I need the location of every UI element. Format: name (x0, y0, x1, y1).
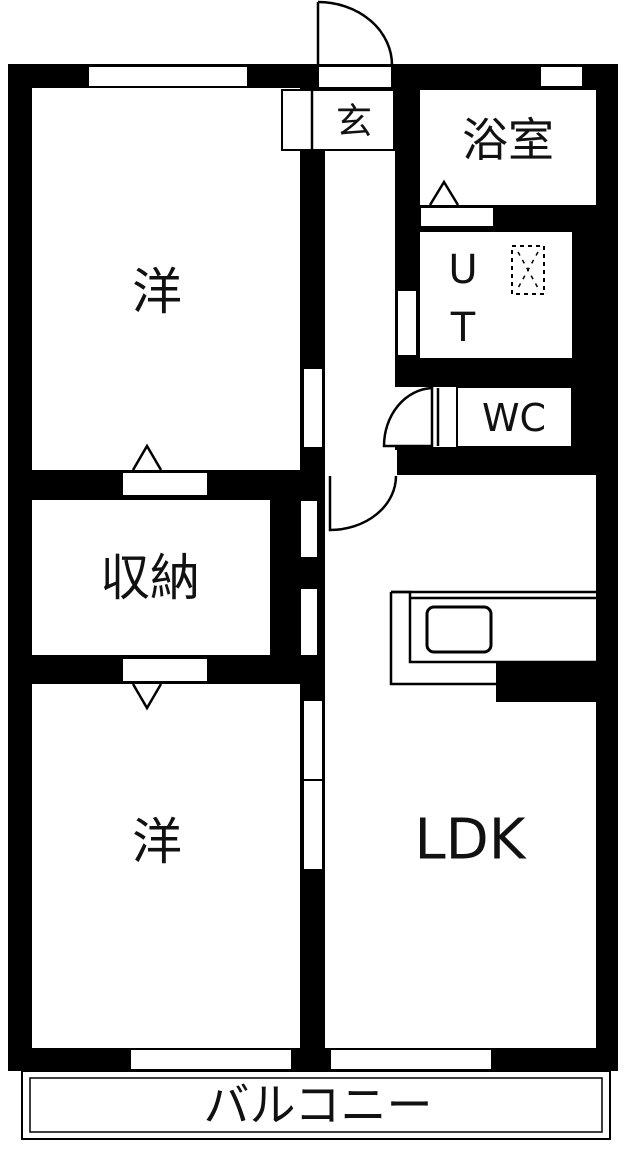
sliding-door (302, 367, 324, 449)
label-western-room-2: 洋 (132, 813, 182, 871)
label-entrance: 玄 (336, 102, 372, 143)
wc-door-area (380, 387, 456, 447)
sliding-door (299, 499, 319, 559)
label-storage: 収納 (100, 549, 200, 607)
label-utility-u: U (448, 247, 477, 293)
room-ldk (325, 475, 596, 1048)
balcony (21, 1070, 611, 1140)
label-balcony: バルコニー (203, 1078, 432, 1132)
room-bathroom (420, 90, 596, 205)
room-western-1 (32, 88, 300, 470)
door-opening (121, 657, 209, 683)
sink-icon (425, 605, 493, 654)
door-opening (419, 206, 495, 228)
label-bathroom: 浴室 (462, 113, 554, 167)
label-wc: WC (482, 396, 546, 440)
room-western-2 (32, 684, 300, 1048)
kitchen-counter (389, 590, 596, 702)
entrance-area (281, 89, 395, 151)
entrance-door (316, 0, 394, 66)
door-opening (396, 289, 418, 357)
window (317, 65, 393, 89)
label-western-room-1: 洋 (132, 263, 182, 321)
room-wc (456, 386, 573, 448)
window (129, 1048, 293, 1071)
room-utility (420, 232, 572, 358)
window (87, 65, 249, 88)
window (329, 1048, 493, 1071)
door-opening (121, 471, 209, 497)
sliding-door (299, 587, 319, 657)
sliding-door (302, 779, 324, 871)
window (539, 65, 584, 88)
washer-space-icon (511, 245, 545, 295)
label-utility-t: T (450, 305, 476, 351)
sliding-door (302, 699, 324, 781)
room-storage (32, 500, 270, 655)
label-ldk: LDK (414, 808, 526, 873)
